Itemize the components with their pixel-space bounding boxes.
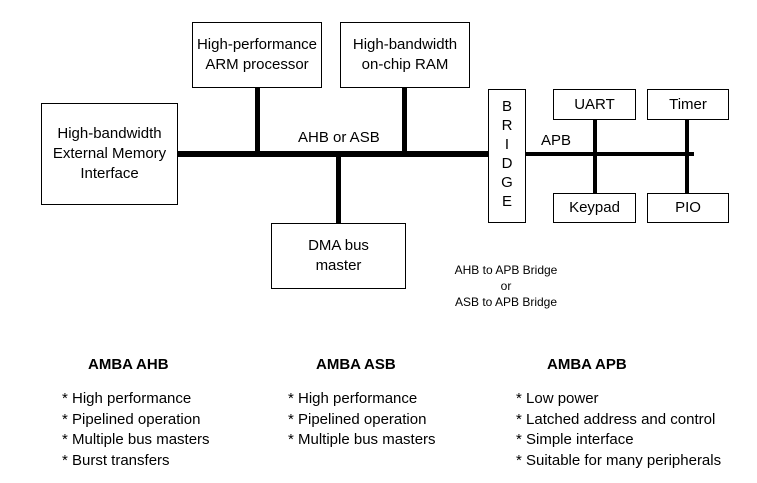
list-item: * Burst transfers [62,451,170,469]
list-item: * Simple interface [516,431,634,448]
list-item: * Multiple bus masters [62,431,210,448]
amba-apb-column: AMBA APB * Low power * Latched address a… [516,356,721,471]
dma-bus-master-box: DMA bus master [271,223,406,289]
uart-box: UART [553,89,636,120]
timer-pio-connector [685,120,689,193]
bridge-note: AHB to APB Bridge or ASB to APB Bridge [454,263,558,309]
bridge-letter: I [504,136,510,153]
list-item: * Multiple bus masters [288,431,436,448]
cpu-connector [255,88,260,154]
amba-asb-column: AMBA ASB * High performance * Pipelined … [288,356,436,451]
apb-bus-label: APB [541,132,572,149]
list-item: * High performance [62,390,192,407]
list-item: * Suitable for many peripherals [516,451,722,469]
amba-ahb-column: AMBA AHB * High performance * Pipelined … [62,356,210,471]
column-title: AMBA ASB [316,356,396,373]
apb-bus-line [526,152,694,156]
list-item: * Latched address and control [516,410,716,428]
pio-box: PIO [647,193,729,223]
column-title: AMBA AHB [88,356,169,373]
dma-connector [336,154,341,223]
bridge-letter: B [501,98,512,115]
column-title: AMBA APB [547,356,627,373]
list-item: * Pipelined operation [288,410,427,428]
ram-connector [402,88,407,154]
uart-keypad-connector [593,120,597,193]
on-chip-ram-box: High-bandwidth on-chip RAM [340,22,470,88]
bridge-letter: D [501,155,513,172]
keypad-box: Keypad [553,193,636,223]
ahb-bus-line [178,151,488,157]
list-item: * High performance [288,390,418,407]
list-item: * Low power [516,390,599,407]
bridge-letter: R [501,117,513,134]
list-item: * Pipelined operation [62,410,201,428]
timer-box: Timer [647,89,729,120]
external-memory-interface-box: High-bandwidth External Memory Interface [41,103,178,205]
bridge-letter: G [501,174,513,191]
bridge-box: B R I D G E [488,89,526,223]
bridge-letter: E [501,193,512,210]
ahb-bus-label: AHB or ASB [298,129,380,146]
arm-processor-box: High-performance ARM processor [192,22,322,88]
